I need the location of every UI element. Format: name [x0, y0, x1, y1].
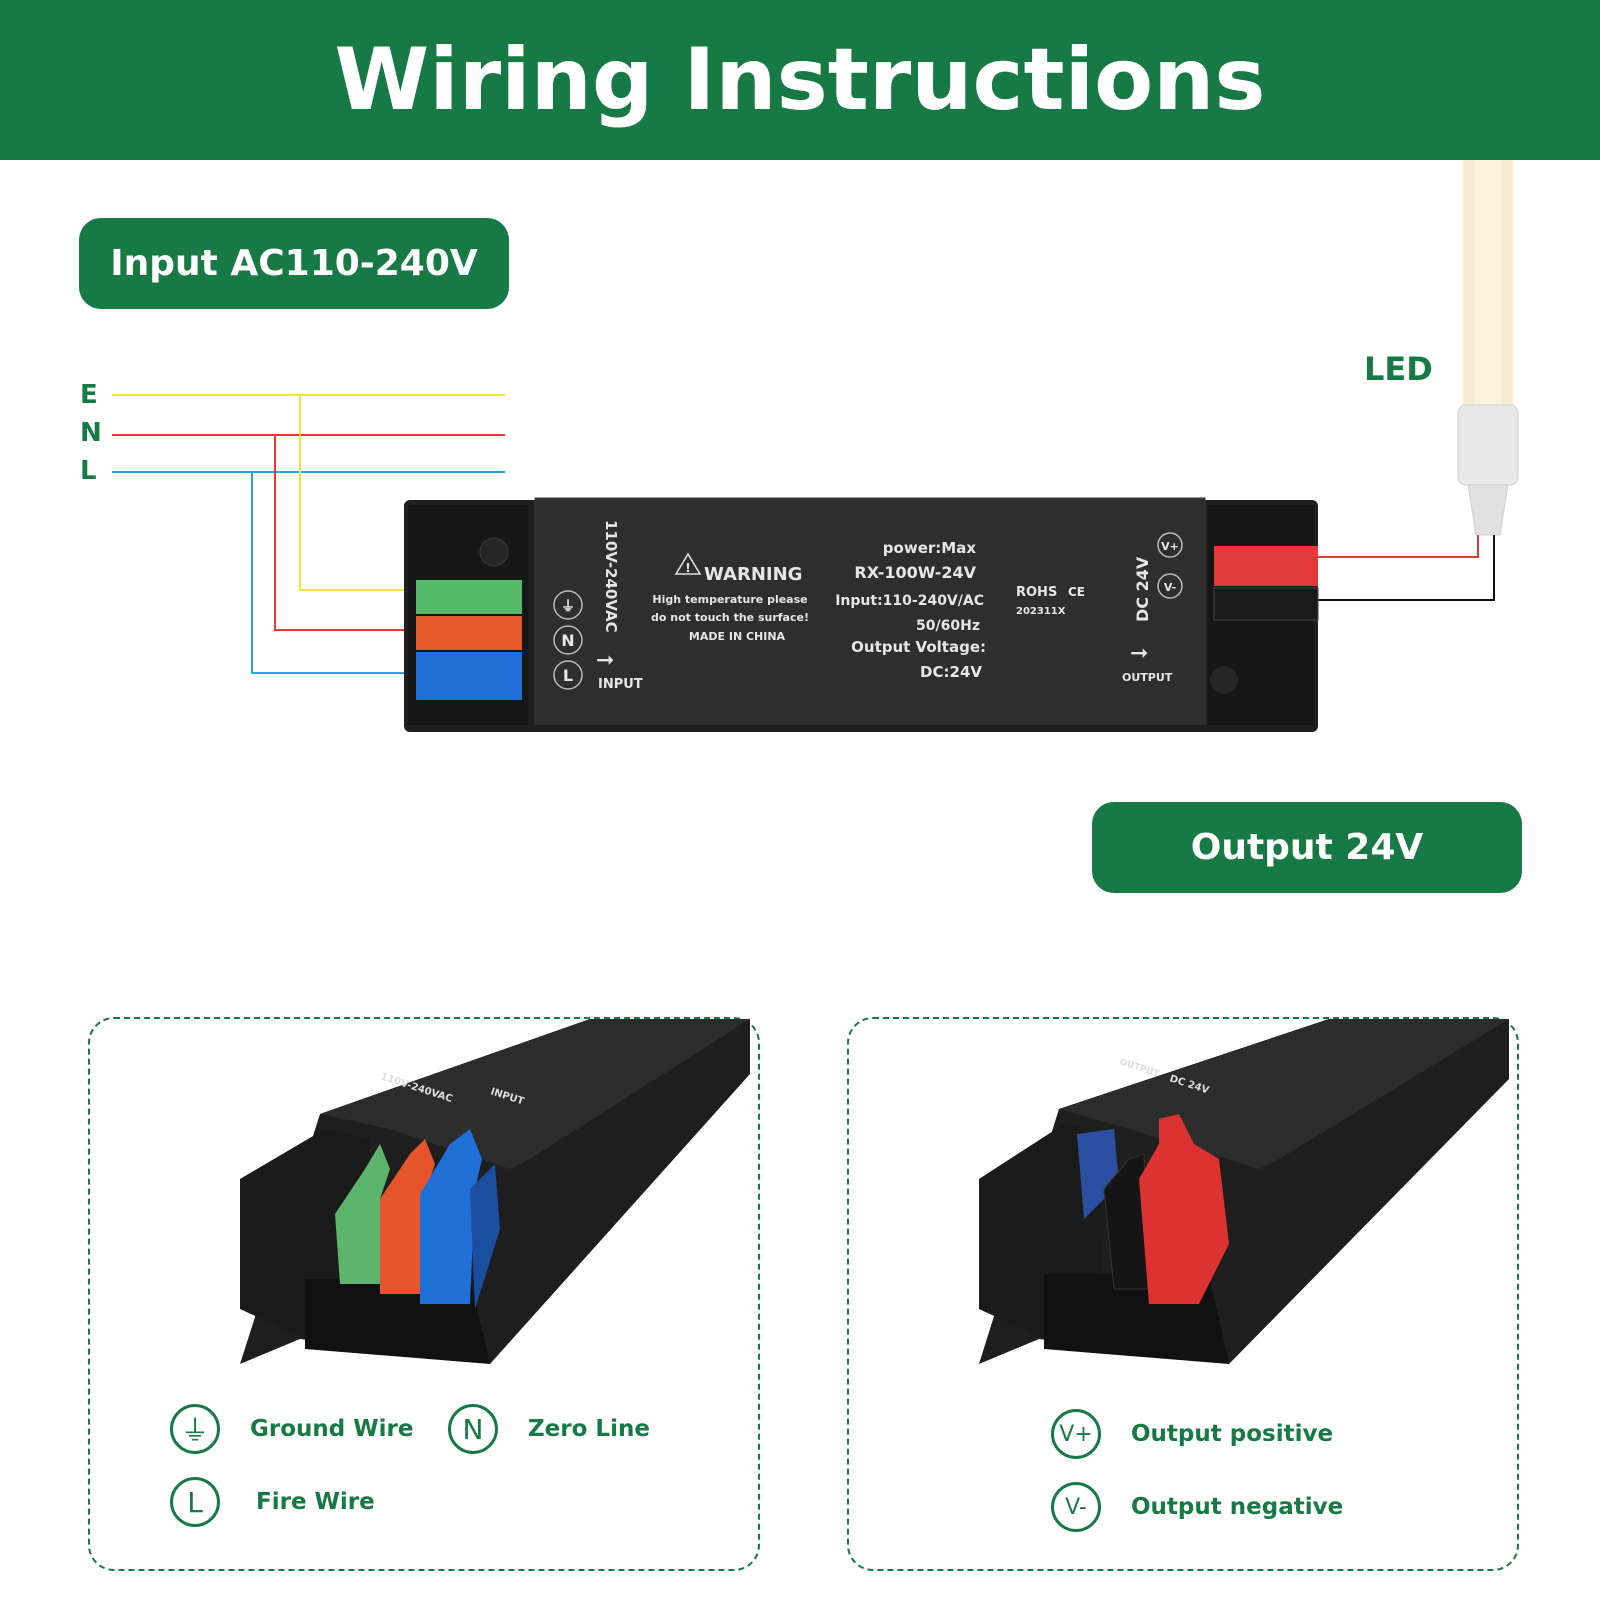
terminal-vplus — [1214, 546, 1318, 586]
legend-fire-text: Fire Wire — [256, 1489, 375, 1515]
terminal-ground — [416, 580, 522, 614]
legend-zero: N Zero Line — [448, 1404, 650, 1454]
header-banner: Wiring Instructions — [0, 0, 1600, 160]
device-model: RX-100W-24V — [854, 563, 976, 582]
wire-label-l: L — [80, 456, 97, 486]
legend-ground: ⏚ Ground Wire — [170, 1404, 413, 1454]
legend-fire: L Fire Wire — [170, 1477, 375, 1527]
green-terminal-lever — [335, 1144, 390, 1284]
device-warning-title: WARNING — [704, 564, 802, 585]
device-vminus-symbol: V- — [1164, 581, 1176, 594]
device-n-symbol: N — [561, 631, 574, 650]
device-output-arrow-label: OUTPUT — [1122, 671, 1173, 684]
device-vplus-symbol: V+ — [1161, 540, 1179, 553]
device-input-spec: Input:110-240V/AC — [835, 593, 984, 609]
red-terminal-lever — [1139, 1114, 1229, 1304]
output-voltage-badge: Output 24V — [1092, 802, 1522, 893]
page-title: Wiring Instructions — [334, 30, 1266, 130]
device-output-voltage-label: Output Voltage: — [851, 638, 986, 656]
v-plus-icon: V+ — [1051, 1409, 1101, 1459]
power-supply-device: ⏚ N L 110V-240VAC ➞ INPUT ! WARNING High… — [404, 497, 1319, 732]
legend-negative: V- Output negative — [1051, 1482, 1343, 1532]
svg-text:➞: ➞ — [1130, 641, 1148, 666]
live-icon: L — [170, 1477, 220, 1527]
input-voltage-badge: Input AC110-240V — [79, 218, 509, 309]
legend-positive: V+ Output positive — [1051, 1409, 1333, 1459]
output-terminal-panel: DC 24V OUTPUT V+ Output positive V- Outp… — [847, 1017, 1519, 1571]
terminal-neutral — [416, 616, 522, 650]
output-terminal-photo: DC 24V OUTPUT — [979, 1019, 1509, 1364]
legend-ground-text: Ground Wire — [250, 1416, 414, 1442]
device-input-arrow-label: INPUT — [598, 677, 643, 692]
device-input-side-label: 110V-240VAC — [602, 520, 620, 633]
legend-negative-text: Output negative — [1131, 1494, 1344, 1520]
input-terminal-photo: 110V-240VAC INPUT — [240, 1019, 750, 1364]
wire-label-n: N — [80, 418, 102, 448]
svg-text:!: ! — [685, 561, 690, 575]
output-wires — [1318, 535, 1495, 601]
device-warning-line1: High temperature please — [652, 593, 807, 606]
input-terminal-panel: 110V-240VAC INPUT ⏚ Ground Wire N Zero L… — [88, 1017, 760, 1571]
device-batch: 202311X — [1016, 606, 1066, 617]
device-rohs: ROHS — [1016, 585, 1057, 600]
device-dc-label: DC 24V — [1133, 556, 1152, 622]
device-ground-symbol: ⏚ — [561, 599, 575, 615]
device-output-voltage-value: DC:24V — [920, 663, 982, 681]
legend-positive-text: Output positive — [1131, 1421, 1334, 1447]
wire-label-e: E — [80, 380, 98, 410]
device-made-in: MADE IN CHINA — [689, 630, 786, 643]
terminal-live — [416, 652, 522, 700]
legend-zero-text: Zero Line — [528, 1416, 650, 1442]
photo-right-label-2: OUTPUT — [1118, 1057, 1161, 1079]
device-l-symbol: L — [563, 666, 573, 685]
blue-terminal-lever — [420, 1129, 482, 1304]
device-ce: CE — [1068, 585, 1085, 599]
ground-icon: ⏚ — [170, 1404, 220, 1454]
svg-text:➞: ➞ — [596, 648, 614, 673]
neutral-icon: N — [448, 1404, 498, 1454]
device-power: power:Max — [883, 539, 977, 557]
led-label: LED — [1364, 350, 1433, 388]
terminal-vminus — [1213, 587, 1319, 621]
input-wires — [112, 394, 505, 674]
device-warning-line2: do not touch the surface! — [651, 611, 809, 624]
v-minus-icon: V- — [1051, 1482, 1101, 1532]
device-frequency: 50/60Hz — [916, 618, 980, 634]
led-strip — [1457, 160, 1519, 536]
wiring-diagram: ⏚ N L 110V-240VAC ➞ INPUT ! WARNING High… — [112, 160, 1519, 732]
